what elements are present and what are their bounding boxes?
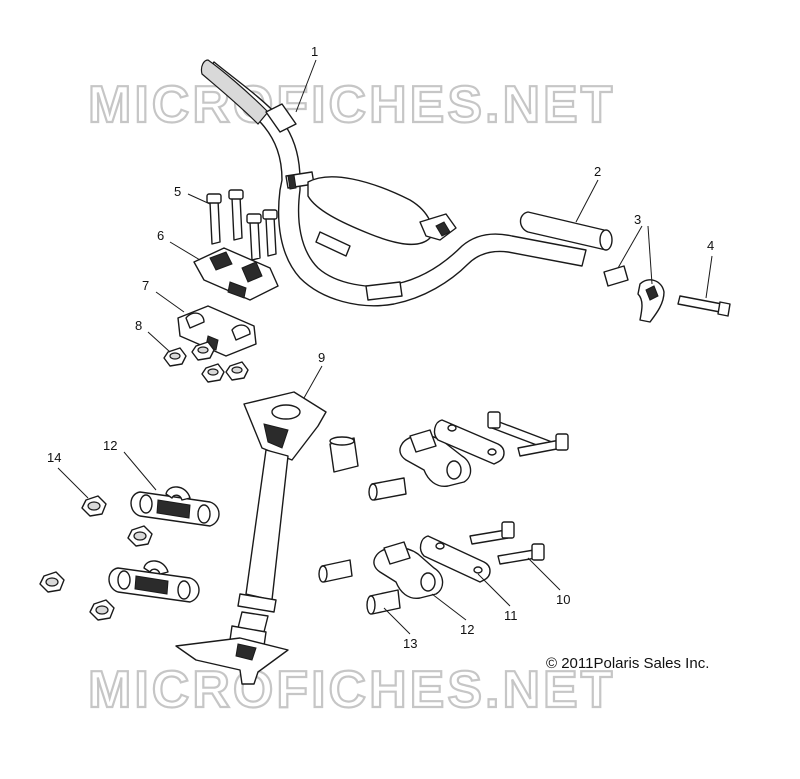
callout-3: 3	[634, 212, 641, 227]
callout-10: 10	[556, 592, 570, 607]
callout-6: 6	[157, 228, 164, 243]
handlebar	[200, 59, 587, 307]
callout-12-lower: 12	[460, 622, 474, 637]
left-clamp-blocks	[108, 486, 220, 603]
callout-13: 13	[403, 636, 417, 651]
upper-pivot-assembly	[329, 411, 569, 501]
callout-1: 1	[311, 44, 318, 59]
callout-8: 8	[135, 318, 142, 333]
lever-bolt	[677, 295, 731, 317]
leader-1	[295, 59, 317, 113]
callout-2: 2	[594, 164, 601, 179]
clamp-screws	[206, 189, 278, 261]
leader-12b	[431, 593, 467, 621]
callout-4: 4	[707, 238, 714, 253]
leader-7	[155, 291, 185, 313]
leader-2	[575, 179, 599, 223]
leader-12a	[123, 451, 157, 491]
upper-clamp	[193, 247, 279, 301]
callout-14: 14	[47, 450, 61, 465]
callout-11: 11	[504, 608, 518, 623]
leader-14	[57, 467, 89, 499]
throttle-lever	[603, 265, 665, 323]
watermark-top: MICROFICHES.NET	[88, 76, 615, 134]
leader-4	[705, 255, 713, 299]
lower-clamp	[177, 305, 257, 357]
callout-9: 9	[318, 350, 325, 365]
callout-7: 7	[142, 278, 149, 293]
leader-5	[187, 193, 211, 205]
callout-5: 5	[174, 184, 181, 199]
lower-pivot-assembly	[318, 521, 545, 615]
leader-11	[477, 573, 511, 607]
callout-12-upper: 12	[103, 438, 117, 453]
leader-3a	[617, 225, 643, 269]
leader-9	[303, 365, 323, 399]
flange-nuts	[39, 495, 153, 621]
watermark-bottom: MICROFICHES.NET	[88, 661, 615, 719]
leader-3b	[647, 225, 653, 285]
copyright-notice: © 2011Polaris Sales Inc.	[546, 655, 709, 672]
steering-post	[175, 391, 327, 685]
leader-8	[147, 331, 171, 353]
leader-6	[169, 241, 201, 261]
leader-10	[527, 557, 561, 591]
leader-13	[383, 607, 411, 635]
grip	[519, 211, 613, 251]
clamp-nuts	[163, 341, 249, 383]
